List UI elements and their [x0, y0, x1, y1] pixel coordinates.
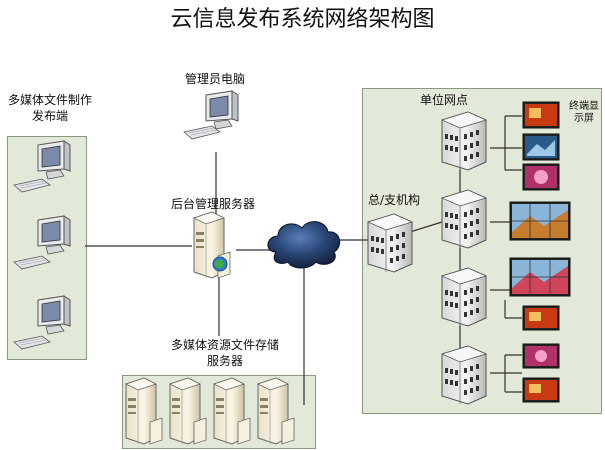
- server-tower-icon: [257, 377, 295, 445]
- server-tower-icon: [169, 377, 207, 445]
- display-screen-icon: [522, 101, 560, 129]
- video-wall-icon: [509, 201, 571, 241]
- backend-server-label: 后台管理服务器: [170, 197, 255, 211]
- building-icon: [367, 213, 413, 273]
- keyboard-icon: [13, 255, 51, 270]
- building-icon: [441, 111, 487, 171]
- display-screen-icon: [522, 133, 560, 161]
- display-screen-icon: [522, 377, 560, 403]
- cloud-icon: [267, 221, 341, 269]
- storage-label-line1: 多媒体资源文件存储: [170, 338, 279, 352]
- keyboard-icon: [13, 335, 51, 350]
- server-tower-icon: [125, 377, 163, 445]
- display-screen-icon: [522, 163, 560, 191]
- building-icon: [441, 267, 487, 327]
- globe-icon: [212, 256, 228, 272]
- unit-node-label: 单位网点: [420, 93, 469, 107]
- video-wall-icon: [509, 257, 571, 297]
- publisher-label-line2: 发布端: [31, 109, 68, 123]
- branch-label: 总/支机构: [368, 193, 421, 207]
- storage-label-line2: 服务器: [206, 354, 243, 368]
- building-icon: [441, 189, 487, 249]
- publisher-label-line1: 多媒体文件制作: [7, 93, 92, 107]
- terminal-label-line1: 终端显: [569, 101, 599, 112]
- keyboard-icon: [13, 178, 51, 193]
- monitor-icon: [37, 215, 71, 255]
- keyboard-icon: [183, 125, 221, 140]
- display-screen-icon: [522, 343, 560, 369]
- monitor-icon: [37, 295, 71, 335]
- admin-pc-label: 管理员电脑: [184, 72, 245, 86]
- monitor-icon: [205, 90, 239, 130]
- display-screen-icon: [522, 305, 560, 331]
- terminal-label-line2: 示屏: [574, 113, 594, 124]
- diagram-title: 云信息发布系统网络架构图: [170, 7, 435, 32]
- building-icon: [441, 345, 487, 405]
- server-tower-icon: [213, 377, 251, 445]
- monitor-icon: [37, 140, 71, 180]
